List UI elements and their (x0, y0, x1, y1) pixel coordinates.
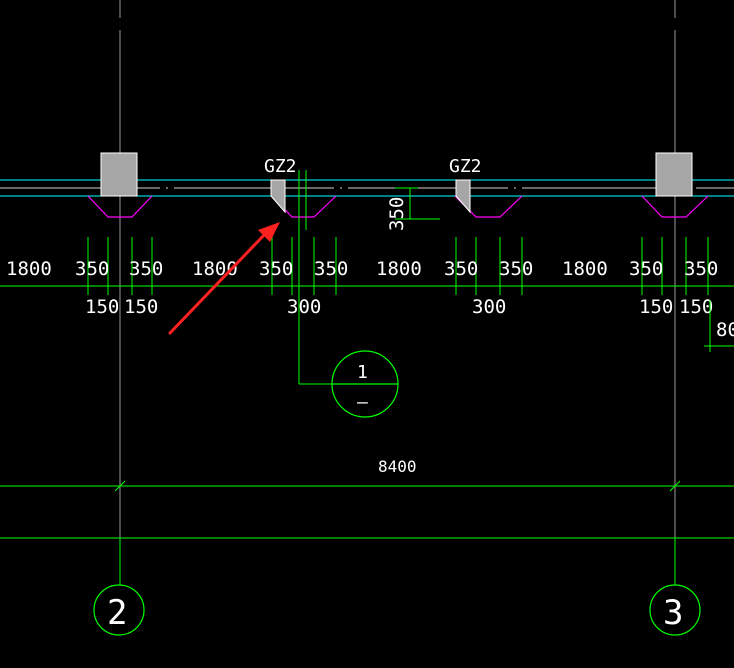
dim-text-150-d: 150 (679, 296, 713, 318)
dim-text-350-h: 350 (684, 258, 718, 280)
dim-text-350-g: 350 (629, 258, 663, 280)
dim-text-350-c: 350 (259, 258, 293, 280)
dim-text-300-a: 300 (287, 296, 321, 318)
span-dimension-text: 8400 (378, 457, 417, 476)
red-arrow-shaft (168, 231, 268, 335)
axis-bubble-3 (649, 584, 701, 636)
dim-text-1800-c: 1800 (376, 258, 422, 280)
dim-text-1800-d: 1800 (562, 258, 608, 280)
dim-text-150-c: 150 (639, 296, 673, 318)
detail-callout-number: 1 (357, 362, 368, 383)
axis-bubble-2 (93, 584, 145, 636)
red-arrow-head (258, 222, 280, 242)
gz2-label-right: GZ2 (449, 156, 482, 177)
dim-text-150-b: 150 (124, 296, 158, 318)
haunch-outline-4 (641, 195, 709, 218)
span-tick-right (669, 480, 681, 492)
column-axis-3 (655, 152, 693, 197)
detail-callout-sheet: – (357, 392, 368, 413)
dim-text-350-d: 350 (314, 258, 348, 280)
constructional-column-gz2-right (455, 179, 471, 214)
dim-text-300-b: 300 (472, 296, 506, 318)
dim-text-350-e: 350 (444, 258, 478, 280)
dim-text-150-a: 150 (85, 296, 119, 318)
span-tick-left (114, 480, 126, 492)
axis-label-2: 2 (107, 593, 127, 633)
axis-label-3: 3 (663, 593, 683, 633)
constructional-column-gz2-left (270, 179, 286, 214)
partial-dimension-text: 80 (716, 319, 734, 341)
vertical-dimension-text: 350 (386, 197, 408, 231)
dim-text-1800-a: 1800 (6, 258, 52, 280)
column-axis-2 (100, 152, 138, 197)
dimension-extension-lines (87, 237, 709, 295)
gz2-label-left: GZ2 (264, 156, 297, 177)
dim-text-350-f: 350 (499, 258, 533, 280)
haunch-outline-1 (87, 195, 153, 218)
dim-text-350-a: 350 (75, 258, 109, 280)
dim-text-350-b: 350 (129, 258, 163, 280)
